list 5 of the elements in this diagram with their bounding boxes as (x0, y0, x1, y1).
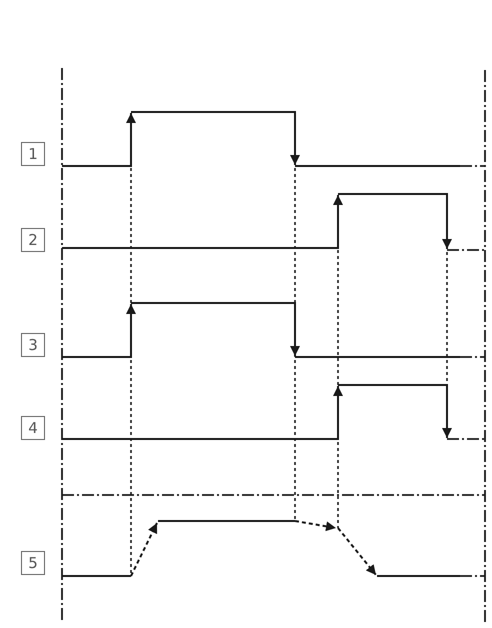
signal-number: 5 (21, 551, 45, 575)
signal-number: 1 (21, 142, 45, 166)
signal-number: 4 (21, 416, 45, 440)
signal-number: 2 (21, 228, 45, 252)
signal-number: 3 (21, 333, 45, 357)
